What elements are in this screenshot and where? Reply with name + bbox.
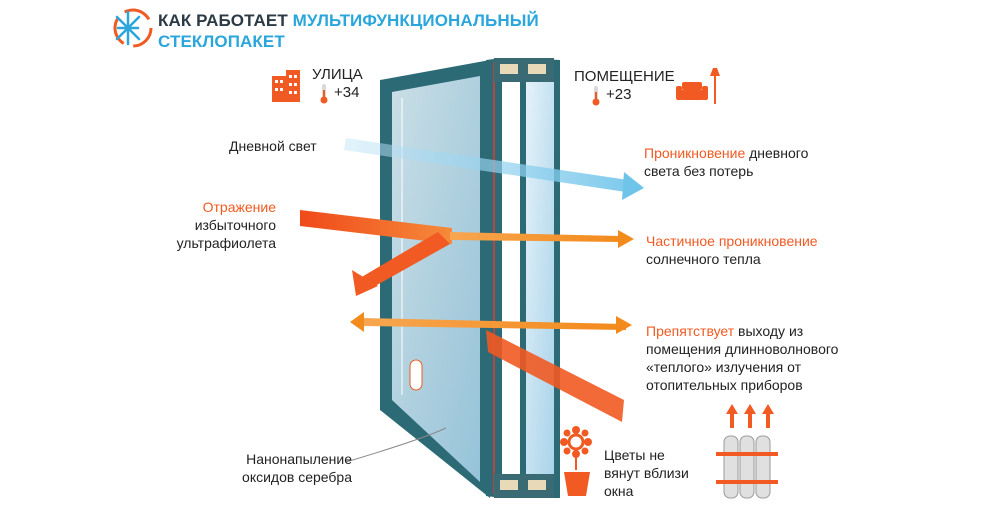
longwave-block-label: Препятствует выходу из помещения длиннов… — [646, 322, 838, 394]
heat-penetration-label: Частичное проникновение солнечного тепла — [646, 232, 818, 268]
inside-label: ПОМЕЩЕНИЕ — [574, 68, 675, 85]
uv-reflection-highlight: Отражение — [202, 199, 276, 215]
coating-line2: оксидов серебра — [242, 469, 352, 485]
daylight-arrow — [344, 138, 644, 200]
outside-temp: +34 — [334, 84, 360, 101]
radiator-heat-beam — [486, 330, 624, 422]
flowers-label: Цветы не вянут вблизи окна — [604, 446, 689, 500]
heat-penetration-arrow — [450, 230, 634, 248]
flowers-line2: вянут вблизи — [604, 465, 689, 481]
longwave-block-arrow — [350, 312, 632, 334]
building-icon — [272, 70, 300, 102]
uv-reflection-line2: избыточного — [194, 217, 276, 233]
middle-glass-pane — [486, 58, 502, 498]
flowers-line1: Цветы не — [604, 447, 665, 463]
coating-line1: Нанонапыление — [246, 451, 352, 467]
longwave-block-rest: выходу из — [734, 323, 804, 339]
page-title: КАК РАБОТАЕТ МУЛЬТИФУНКЦИОНАЛЬНЫЙ СТЕКЛО… — [158, 10, 539, 52]
coating-mark — [409, 359, 423, 391]
daylight-penetration-rest: дневного — [745, 145, 809, 161]
uv-reflection-label: Отражение избыточного ультрафиолета — [140, 198, 276, 252]
daylight-penetration-line2: света без потерь — [644, 163, 754, 179]
outside-label: УЛИЦА — [312, 66, 363, 83]
flowers-line3: окна — [604, 483, 634, 499]
spacer-frame-top — [494, 58, 554, 82]
coating-label: Нанонапыление оксидов серебра — [200, 450, 352, 486]
inner-glass-pane — [520, 58, 560, 498]
longwave-block-line2: помещения длинноволнового — [646, 341, 839, 357]
daylight-penetration-highlight: Проникновение — [644, 145, 746, 161]
title-part2: МУЛЬТИФУНКЦИОНАЛЬНЫЙ — [292, 11, 539, 30]
uv-reflection-arrow — [300, 210, 452, 296]
longwave-block-highlight: Препятствует — [646, 323, 735, 339]
longwave-block-line4: отопительных приборов — [646, 377, 803, 393]
title-part1: КАК РАБОТАЕТ — [158, 11, 293, 30]
thermometer-icon — [592, 86, 600, 106]
coating-leader-line — [345, 427, 447, 463]
heat-penetration-line2: солнечного тепла — [646, 251, 761, 267]
spacer-frame-bottom — [494, 474, 554, 498]
uv-reflection-line3: ультрафиолета — [176, 235, 276, 251]
radiator-icon — [716, 404, 778, 499]
thermometer-icon — [320, 84, 328, 104]
inside-temp: +23 — [606, 86, 632, 103]
daylight-penetration-label: Проникновение дневного света без потерь — [644, 144, 808, 180]
sofa-lamp-icon — [676, 68, 720, 104]
flower-pot-icon — [560, 426, 592, 496]
daylight-label: Дневной свет — [229, 138, 317, 154]
longwave-block-line3: «теплого» излучения от — [646, 359, 802, 375]
snowflake-sun-logo-icon — [113, 8, 153, 48]
title-line2: СТЕКЛОПАКЕТ — [158, 32, 285, 51]
heat-penetration-highlight: Частичное проникновение — [646, 233, 818, 249]
